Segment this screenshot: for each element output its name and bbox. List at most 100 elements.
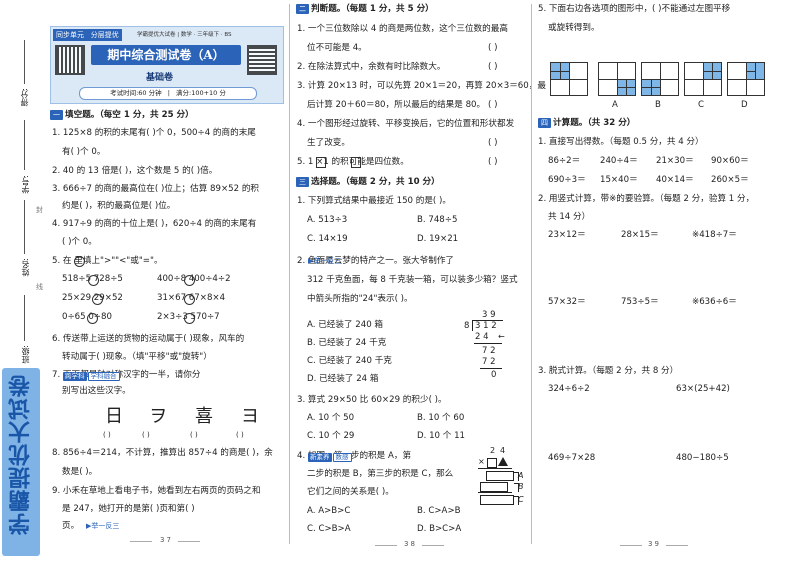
judge-mark[interactable]: ( ) — [488, 138, 498, 148]
stepwise-item[interactable]: 469÷7×28 — [548, 453, 596, 463]
vertical-item[interactable]: ※418÷7＝ — [692, 230, 737, 240]
compare-circle-icon[interactable] — [92, 294, 103, 305]
compare-circle-icon[interactable] — [87, 313, 98, 324]
vertical-item[interactable]: 753÷5＝ — [621, 297, 659, 307]
choice-option[interactable]: B. 10 个 60 — [417, 413, 465, 423]
option-figure-b[interactable] — [641, 62, 679, 96]
q9-line-1: 9. 小禾在草地上看电子书，她看到左右两页的页码之和 — [52, 486, 261, 496]
step-label: C — [518, 495, 524, 504]
q5-line: 5. 在 里填上">""<"或"="。 — [52, 256, 163, 266]
judge-mark[interactable]: ( ) — [488, 100, 498, 110]
direct-item[interactable]: 90×60＝ — [711, 156, 749, 166]
digit-box-icon — [316, 157, 326, 168]
choice-option[interactable]: A. A>B>C — [307, 506, 351, 516]
judge-line: 后计算 20＋60＝80，所以最后的结果是 80。 — [307, 100, 486, 110]
q5-stem: 5. 下面右边各选项的图形中，( )不能通过左图平移 — [538, 4, 731, 14]
compare-circle-icon[interactable] — [88, 275, 99, 286]
exam-title: 期中综合测试卷（A） — [91, 45, 241, 65]
q4-tags: 新素养数感 — [308, 452, 353, 462]
mult-digit: 4 — [500, 446, 506, 455]
option-figure-d[interactable] — [727, 62, 765, 96]
choice-stem: 3. 算式 29×50 比 60×29 的积少( )。 — [297, 395, 447, 405]
compare-circle-icon[interactable] — [184, 275, 195, 286]
q8-line-2: 数是( )。 — [62, 467, 98, 477]
stepwise-item[interactable]: 324÷6÷2 — [548, 384, 590, 394]
choice-option[interactable]: D. 已经装了 24 箱 — [307, 374, 379, 384]
qr-code-left — [55, 45, 85, 75]
seal-char: 封 — [36, 206, 43, 214]
vertical-item[interactable]: 23×12＝ — [548, 230, 586, 240]
calc-q2-cont: 共 14 分） — [548, 212, 591, 222]
bracket-line — [514, 496, 519, 505]
option-label: A — [612, 100, 618, 110]
compare-circle-icon[interactable] — [184, 313, 195, 324]
stepwise-item[interactable]: 63×(25+42) — [676, 384, 730, 394]
q5-stem: 或旋转得到。 — [548, 23, 600, 33]
division-step: 7 2 — [482, 346, 496, 356]
option-figure-c[interactable] — [684, 62, 722, 96]
number-sense-tag: 数感 — [332, 453, 352, 462]
vertical-item[interactable]: ※636÷6＝ — [692, 297, 737, 307]
choice-option[interactable]: C. 14×19 — [307, 234, 348, 244]
half-char: 日 — [105, 406, 123, 427]
direct-item[interactable]: 40×14＝ — [656, 175, 694, 185]
vertical-item[interactable]: 28×15＝ — [621, 230, 659, 240]
division-bracket — [472, 320, 503, 331]
choice-option[interactable]: A. 513÷3 — [307, 215, 348, 225]
direct-item[interactable]: 21×30＝ — [656, 156, 694, 166]
exam-info: 考试时间:60 分钟 | 满分:100+10 分 — [79, 87, 257, 100]
option-label: B — [655, 100, 661, 110]
choice-option[interactable]: A. 10 个 50 — [307, 413, 355, 423]
mult-sign: × — [478, 457, 485, 466]
tab-level: 分层提优 — [90, 31, 119, 39]
judge-line: 4. 一个图形经过旋转、平移变换后，它的位置和形状都发 — [297, 119, 515, 129]
choice-option[interactable]: B. 已经装了 24 千克 — [307, 338, 387, 348]
judge-mark[interactable]: ( ) — [488, 43, 498, 53]
page-footer-rule — [666, 545, 688, 546]
choice-option[interactable]: C. 10 个 29 — [307, 431, 355, 441]
choice-option[interactable]: B. 748÷5 — [417, 215, 458, 225]
stepwise-item[interactable]: 480−180÷5 — [676, 453, 729, 463]
judge-mark[interactable]: ( ) — [488, 62, 498, 72]
score-line — [24, 40, 25, 84]
choice-stem: 中箭头所指的"24"表示( )。 — [307, 294, 413, 304]
column-divider — [289, 4, 290, 544]
arrow-icon: ← — [498, 332, 505, 341]
cross-subject-tag: 跨学科 — [63, 372, 87, 381]
direct-item[interactable]: 240÷4＝ — [600, 156, 638, 166]
vertical-item[interactable]: 57×32＝ — [548, 297, 586, 307]
direct-item[interactable]: 260×5＝ — [711, 175, 749, 185]
option-figure-a[interactable] — [598, 62, 636, 96]
choice-option[interactable]: A. 已经装了 240 箱 — [307, 320, 384, 330]
remainder: 0 — [491, 370, 497, 380]
long-division: 3 9 8 3 1 2 2 4 ← 7 2 7 2 0 — [462, 310, 522, 386]
score-label: 得分: — [20, 88, 29, 107]
choice-option[interactable]: C. C>B>A — [307, 524, 351, 534]
direct-item[interactable]: 86÷2＝ — [548, 156, 581, 166]
judge-mark[interactable]: ( ) — [488, 157, 498, 167]
choice-option[interactable]: B. C>A>B — [417, 506, 461, 516]
q9-line-2: 是 247，她打开的是第( )页和第( ) — [62, 504, 195, 514]
direct-item[interactable]: 15×40＝ — [600, 175, 638, 185]
choice-option[interactable]: D. B>C>A — [417, 524, 462, 534]
q4-line-2: ( )个 0。 — [62, 237, 97, 247]
answer-parens: ( ) — [236, 431, 244, 439]
compare-circle-icon — [74, 256, 85, 267]
choice-option[interactable]: D. 19×21 — [417, 234, 459, 244]
bracket-line — [514, 472, 519, 481]
choice-stem: 1. 下列算式结果中最接近 150 的是( )。 — [297, 196, 451, 206]
compare-circle-icon[interactable] — [184, 294, 195, 305]
q3-line-2: 约是( )，积的最高位是( )位。 — [62, 201, 176, 211]
q8-line-1: 8. 856÷4＝214，不计算，推算出 857÷4 的商是( )，余 — [52, 448, 273, 458]
choice-option[interactable]: D. 10 个 11 — [417, 431, 466, 441]
mult-rule — [478, 492, 512, 493]
column-divider — [531, 4, 532, 544]
digit-box-icon — [351, 157, 361, 168]
direct-item[interactable]: 690÷3＝ — [548, 175, 586, 185]
q9-line-3: 页。 — [62, 521, 80, 531]
section-calc-title: 四计算题。（共 32 分） — [538, 118, 635, 129]
name-label: 姓名: — [21, 258, 30, 277]
choice-stem: 它们之间的关系是( )。 — [307, 487, 394, 497]
section-badge: 一 — [50, 110, 63, 120]
choice-option[interactable]: C. 已经装了 240 千克 — [307, 356, 392, 366]
